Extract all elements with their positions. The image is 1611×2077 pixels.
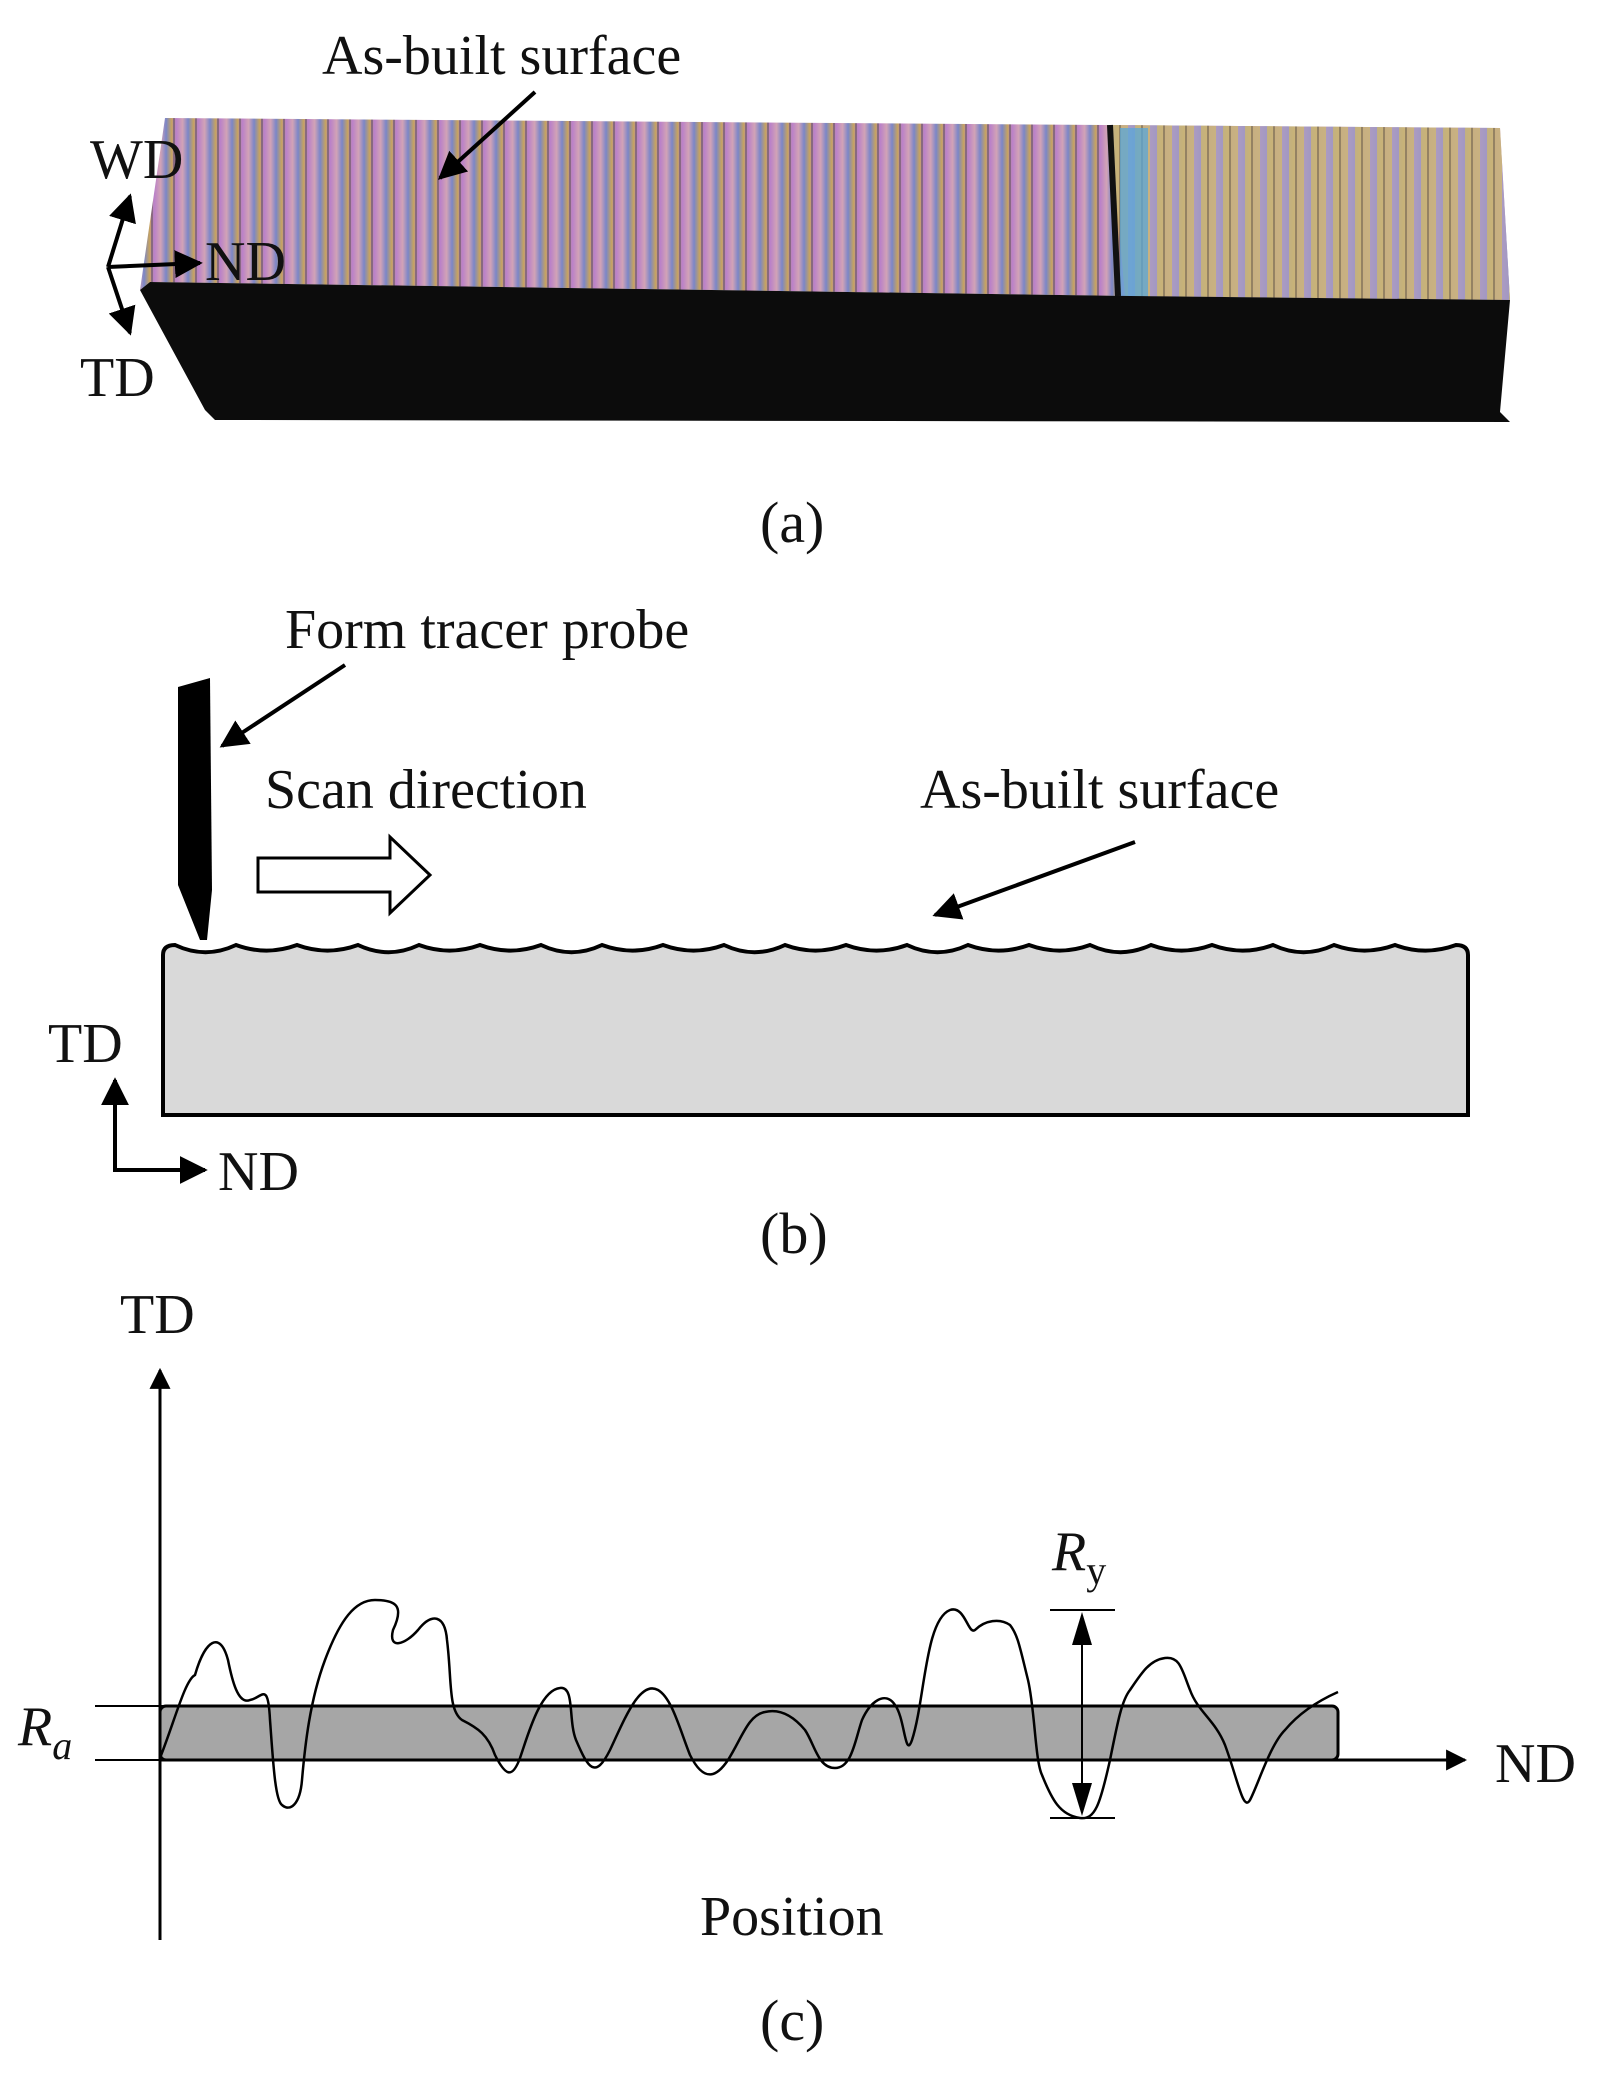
roughness-profile bbox=[158, 1598, 1339, 1820]
axis-label-nd-b: ND bbox=[218, 1141, 299, 1203]
axis-label-wd: WD bbox=[90, 129, 183, 191]
wd-arrow bbox=[106, 193, 136, 268]
caption-a: (a) bbox=[760, 490, 824, 555]
axis-label-td-b: TD bbox=[48, 1013, 123, 1075]
specimen-block bbox=[161, 942, 1470, 1117]
surface-pointer-b bbox=[932, 840, 1136, 920]
x-axis-label-position: Position bbox=[700, 1886, 884, 1948]
caption-c: (c) bbox=[760, 1988, 824, 2053]
surface-label-b: As-built surface bbox=[920, 759, 1279, 821]
sample-blue-band bbox=[1120, 128, 1148, 298]
probe-pointer bbox=[219, 663, 347, 748]
axis-label-nd: ND bbox=[205, 231, 286, 293]
sample-seam bbox=[1107, 124, 1121, 297]
nd-arrow bbox=[107, 250, 203, 279]
caption-b: (b) bbox=[760, 1201, 828, 1266]
form-tracer-probe bbox=[178, 678, 212, 940]
axis-label-td: TD bbox=[80, 347, 155, 409]
axis-triad-a bbox=[106, 193, 203, 336]
sample-side-face bbox=[140, 282, 1510, 422]
td-arrow bbox=[106, 266, 136, 336]
scan-direction-label: Scan direction bbox=[265, 759, 587, 821]
ra-band bbox=[158, 1704, 1340, 1762]
ry-label: Ry bbox=[1051, 1521, 1106, 1593]
axis-label-nd-c: ND bbox=[1495, 1733, 1576, 1795]
surface-label-a: As-built surface bbox=[322, 25, 681, 87]
panel-b: Form tracer probe Scan direction As-buil… bbox=[48, 599, 1470, 1266]
ra-label: Ra bbox=[17, 1696, 72, 1768]
probe-label: Form tracer probe bbox=[285, 599, 689, 661]
axis-label-td-c: TD bbox=[120, 1284, 195, 1346]
axis-triad-b bbox=[101, 1077, 208, 1184]
scan-direction-arrow bbox=[256, 833, 433, 917]
sample-top-surface-right bbox=[1110, 125, 1510, 300]
ry-arrow-down bbox=[1072, 1783, 1092, 1816]
surface-pointer-a bbox=[437, 90, 537, 180]
sample-photo bbox=[140, 118, 1510, 422]
panel-c: TD ND Ra Ry Position (c) bbox=[17, 1284, 1576, 2053]
panel-a: WD ND TD As-built surface (a) bbox=[80, 25, 1510, 555]
ry-arrow-up bbox=[1072, 1612, 1092, 1645]
